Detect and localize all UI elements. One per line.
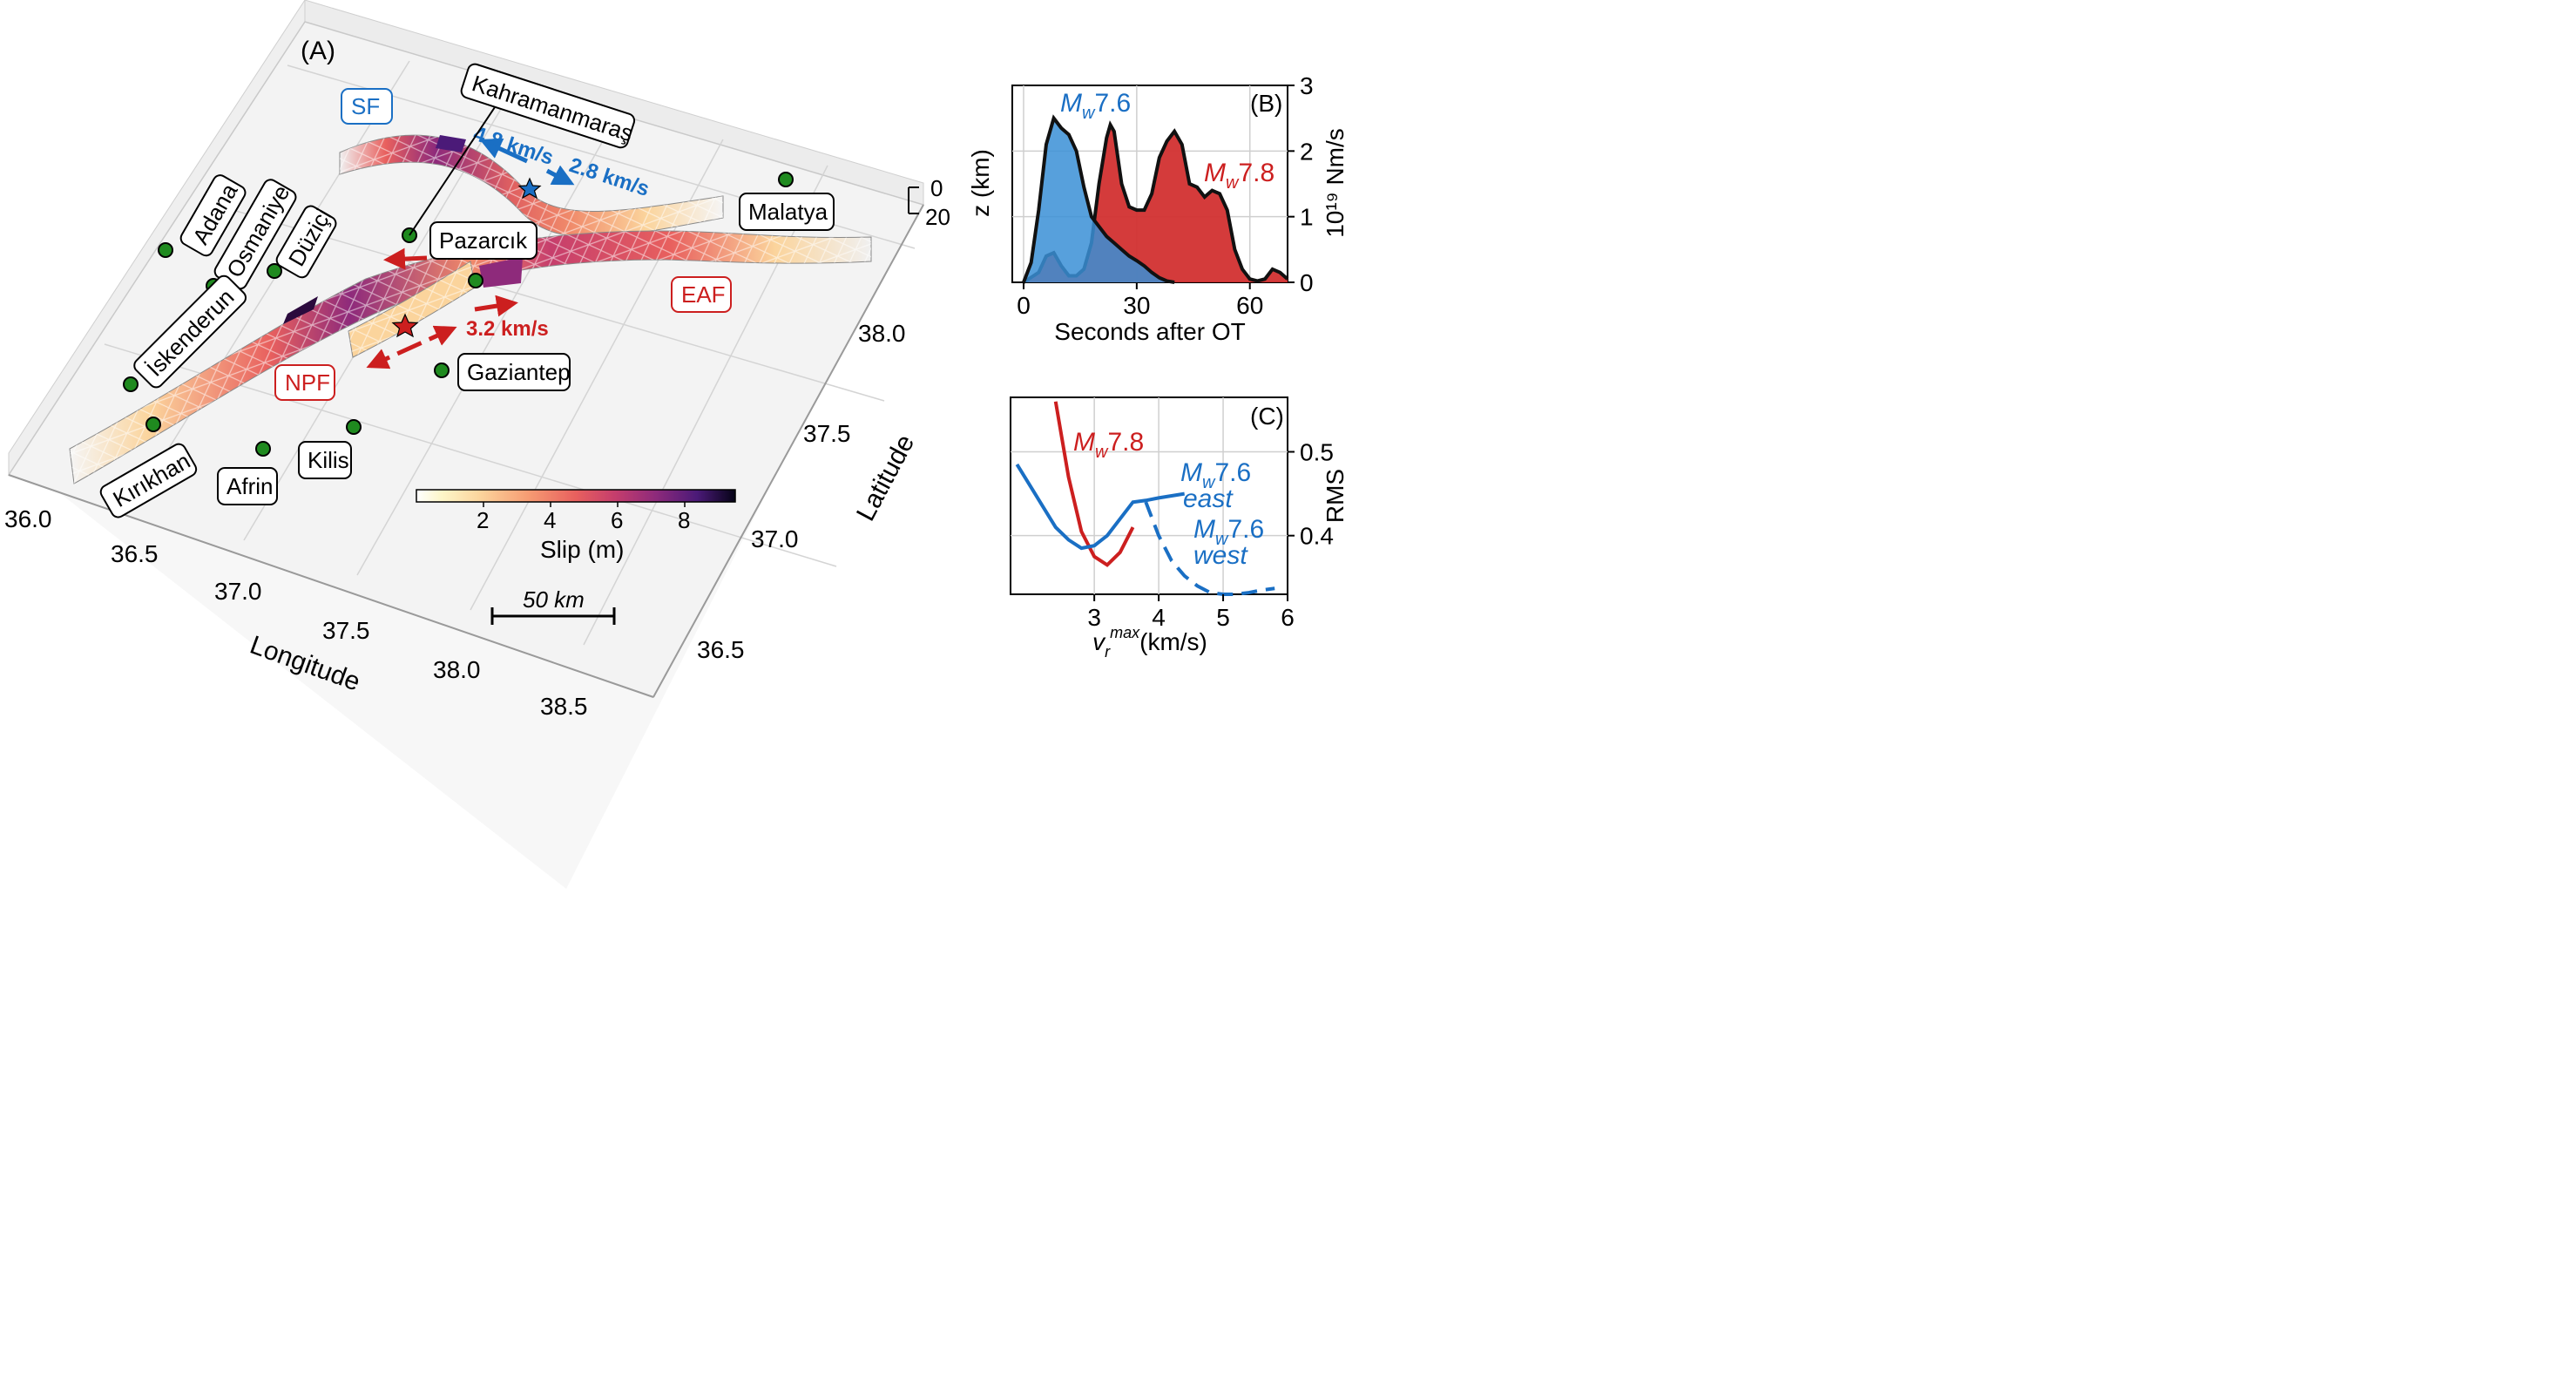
panel-b-xtick-label: 0 bbox=[1017, 292, 1031, 319]
svg-text:NPF: NPF bbox=[285, 369, 330, 396]
city-marker bbox=[346, 419, 362, 435]
svg-text:20: 20 bbox=[925, 204, 950, 230]
slip-patch bbox=[479, 257, 523, 288]
fault-label-eaf: EAF bbox=[671, 276, 732, 313]
svg-text:37.0: 37.0 bbox=[214, 578, 262, 605]
panel-c-frame bbox=[1010, 396, 1288, 595]
panel-b-series-label-mw78: Mw7.8 bbox=[1204, 159, 1274, 193]
slip-colorbar: 2 4 6 8 Slip (m) bbox=[416, 489, 736, 563]
city-label-kilis: Kilis bbox=[298, 441, 352, 479]
panel-b-ytick-label: 0 bbox=[1300, 269, 1314, 296]
latitude-axis-label: Latitude bbox=[851, 430, 920, 526]
svg-text:37.0: 37.0 bbox=[751, 525, 799, 552]
svg-text:36.5: 36.5 bbox=[697, 636, 745, 663]
svg-text:SF: SF bbox=[351, 93, 380, 119]
panel-b-ticks: 0 30 60 0 1 2 3 bbox=[1017, 72, 1313, 319]
panel-c-ticks: 3 4 5 6 0.4 0.5 bbox=[1087, 439, 1334, 631]
svg-text:38.0: 38.0 bbox=[858, 320, 906, 347]
panel-c-xtick-label: 3 bbox=[1087, 604, 1101, 631]
npf-speed: 3.2 km/s bbox=[466, 317, 549, 341]
svg-text:Pazarcık: Pazarcık bbox=[439, 227, 528, 254]
panel-a-3d-box bbox=[7, 0, 925, 889]
panel-b-area-mw76 bbox=[1023, 118, 1175, 282]
city-label-afrin: Afrin bbox=[217, 467, 278, 505]
panel-c-ytick-label: 0.4 bbox=[1300, 523, 1334, 550]
panel-b-right-label: 10¹⁹ Nm/s bbox=[1322, 128, 1349, 238]
svg-text:2: 2 bbox=[477, 507, 489, 533]
slip-patch bbox=[283, 296, 318, 324]
city-label-gaziantep: Gaziantep bbox=[457, 353, 571, 391]
fault-label-sf: SF bbox=[341, 88, 393, 125]
svg-text:EAF: EAF bbox=[681, 281, 726, 308]
panel-b-line-mw76 bbox=[1022, 114, 1175, 284]
city-marker bbox=[468, 273, 483, 288]
svg-text:Malatya: Malatya bbox=[748, 199, 828, 225]
panel-c-label: (C) bbox=[1250, 403, 1284, 430]
svg-text:8: 8 bbox=[678, 507, 690, 533]
depth-axis: 0 20 bbox=[908, 175, 950, 230]
panel-b-xtick-label: 60 bbox=[1236, 292, 1263, 319]
panel-a-label: (A) bbox=[301, 37, 335, 65]
city-marker bbox=[145, 417, 161, 432]
fault-label-npf: NPF bbox=[274, 364, 335, 401]
panel-b-series-label-mw76: Mw7.6 bbox=[1060, 89, 1131, 123]
panel-b-xtick-label: 30 bbox=[1123, 292, 1150, 319]
panel-c-xtick-label: 5 bbox=[1216, 604, 1230, 631]
svg-text:38.5: 38.5 bbox=[540, 693, 588, 720]
svg-text:0: 0 bbox=[930, 175, 943, 201]
panel-b-ytick-label: 3 bbox=[1300, 72, 1314, 99]
svg-text:50 km: 50 km bbox=[523, 586, 585, 613]
city-marker bbox=[158, 242, 173, 258]
panel-c-xlabel: vrmax(km/s) bbox=[1092, 624, 1207, 661]
panel-c-line-mw76-east bbox=[1015, 463, 1185, 551]
slip-patch bbox=[436, 135, 466, 152]
panel-c-series bbox=[1015, 401, 1275, 596]
panel-c-xtick-label: 4 bbox=[1152, 604, 1166, 631]
svg-text:Gaziantep: Gaziantep bbox=[467, 359, 571, 385]
panel-a: 4.8 km/s 2.8 km/s 3.2 km/s Kahramanmaraş bbox=[4, 0, 950, 889]
svg-text:36.5: 36.5 bbox=[111, 540, 159, 567]
panel-c-grid bbox=[1011, 397, 1288, 594]
city-marker bbox=[778, 172, 794, 187]
panel-b-ytick-label: 1 bbox=[1300, 204, 1314, 231]
colorbar-label: Slip (m) bbox=[540, 536, 624, 563]
city-marker bbox=[255, 441, 271, 457]
panel-b-xlabel: Seconds after OT bbox=[1054, 318, 1245, 345]
kahramanmaras-leader bbox=[409, 104, 497, 236]
panel-c-line-mw78 bbox=[1053, 401, 1135, 567]
svg-text:37.5: 37.5 bbox=[803, 420, 851, 447]
city-label-malatya: Malatya bbox=[739, 193, 835, 231]
scale-bar: 50 km bbox=[490, 586, 616, 625]
panel-c-line-mw76-west bbox=[1144, 501, 1275, 596]
panel-c-ylabel: RMS bbox=[1322, 469, 1349, 523]
svg-text:6: 6 bbox=[611, 507, 623, 533]
panel-b-label: (B) bbox=[1250, 90, 1282, 117]
svg-text:Afrin: Afrin bbox=[226, 473, 273, 499]
panel-b-ytick-label: 2 bbox=[1300, 138, 1314, 165]
city-label-pazarcik: Pazarcık bbox=[429, 221, 538, 260]
svg-text:36.0: 36.0 bbox=[4, 505, 52, 532]
panel-c-xtick-label: 6 bbox=[1281, 604, 1295, 631]
city-marker bbox=[267, 263, 282, 279]
svg-text:Kilis: Kilis bbox=[308, 447, 349, 473]
panel-c-ytick-label: 0.5 bbox=[1300, 439, 1334, 466]
panel-b-left-label: z (km) bbox=[967, 149, 994, 217]
panel-c-series-label-mw78: Mw7.8 bbox=[1073, 428, 1144, 462]
svg-text:4: 4 bbox=[544, 507, 556, 533]
city-marker bbox=[434, 362, 450, 378]
city-label-duzici: Düziçi bbox=[275, 204, 337, 279]
panel-b-series bbox=[1022, 114, 1289, 284]
svg-text:38.0: 38.0 bbox=[433, 656, 481, 683]
panel-b: 0 30 60 0 1 2 3 (B) Mw7.6 Mw7.8 z (km) 10¹⁹ Nm… bbox=[967, 72, 1349, 345]
city-marker bbox=[123, 376, 139, 392]
rupture-arrows bbox=[366, 139, 575, 369]
svg-text:37.5: 37.5 bbox=[322, 617, 370, 644]
mw76-epicenter-star bbox=[517, 177, 542, 200]
panel-b-area-mw78 bbox=[1023, 125, 1288, 282]
